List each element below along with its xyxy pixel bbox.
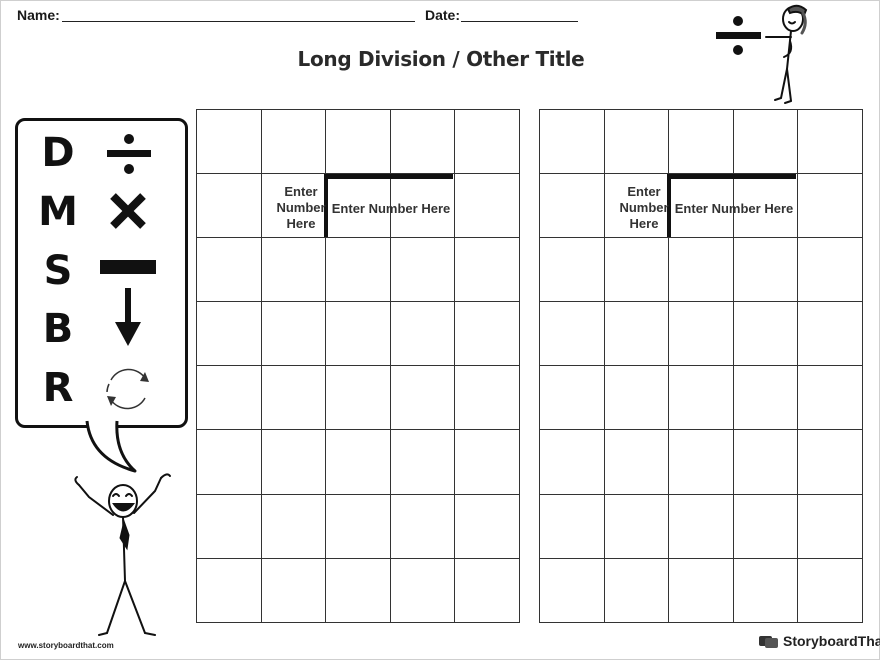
letter-b: B xyxy=(42,306,74,352)
letter-m: M xyxy=(38,189,78,235)
multiply-icon xyxy=(110,193,146,229)
stick-figure-divide-icon xyxy=(716,4,808,104)
divisor-input-2[interactable]: Enter Number Here xyxy=(619,184,669,231)
letter-s: S xyxy=(43,248,73,294)
division-grid-1[interactable] xyxy=(196,109,520,623)
division-bracket-top-2 xyxy=(667,174,796,179)
division-bracket-side-1 xyxy=(324,174,328,237)
bubble-tail xyxy=(85,419,137,473)
subtract-icon xyxy=(100,260,156,274)
page-title: Long Division / Other Title xyxy=(297,47,585,71)
date-line[interactable] xyxy=(461,21,578,22)
division-bracket-side-2 xyxy=(667,174,671,237)
dmsbr-bubble: D M S B R xyxy=(15,118,188,428)
date-label: Date: xyxy=(425,7,461,23)
bring-down-arrow-icon xyxy=(115,288,141,346)
stick-figure-cheering-icon xyxy=(74,473,171,636)
letter-r: R xyxy=(42,365,74,411)
footer-url: www.storyboardthat.com xyxy=(18,641,114,650)
divisor-input-1[interactable]: Enter Number Here xyxy=(276,184,326,231)
footer-brand: StoryboardThat xyxy=(783,633,880,649)
dividend-input-1[interactable]: Enter Number Here xyxy=(331,201,451,216)
repeat-cycle-icon xyxy=(106,368,149,410)
name-line[interactable] xyxy=(62,21,415,22)
name-label: Name: xyxy=(17,7,60,23)
division-grid-2[interactable] xyxy=(539,109,863,623)
dividend-input-2[interactable]: Enter Number Here xyxy=(674,201,794,216)
divide-icon xyxy=(107,134,151,174)
storyboardthat-logo-icon xyxy=(759,636,778,648)
division-bracket-top-1 xyxy=(324,174,453,179)
letter-d: D xyxy=(41,130,75,176)
